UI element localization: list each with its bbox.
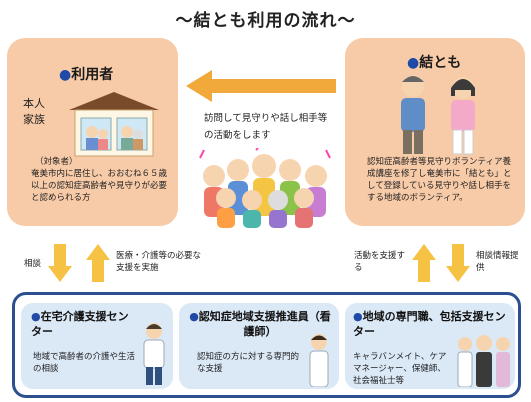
arrow-up-icon <box>412 244 436 282</box>
home-care-center-text: 地域で高齢者の介護や生活の相談 <box>33 352 136 374</box>
left-up-label: 医療・介護等の必要な支援を実施 <box>116 251 202 273</box>
yuitomo-text: 認知症高齢者等見守りボランティア養成講座を修了し奄美市に「結とも」として登録して… <box>367 157 512 203</box>
regional-specialists-box: ●地域の専門職、包括支援センター キャラバンメイト、ケアマネージャー、保健師、社… <box>345 303 515 389</box>
center-activity-text: 訪問して見守りや話し相手等の活動をします <box>204 113 328 141</box>
nurse-icon <box>309 334 329 387</box>
bullet-icon: ● <box>31 310 41 323</box>
right-down-label: 相談情報提供 <box>476 251 519 273</box>
dementia-promoter-box: ●認知症地域支援推進員（看護師） 認知症の方に対する専門的な支援 <box>179 303 339 389</box>
staff-person-icon <box>143 323 165 385</box>
yuitomo-box: ●結とも 認知症高齢者等見守りボランティア養成講座を修了し奄美市に「結とも」とし… <box>345 38 525 226</box>
user-box-title: ●利用者 <box>59 67 114 83</box>
bullet-icon: ● <box>189 310 199 323</box>
user-family-label: 家族 <box>23 113 45 126</box>
page-title: ～結とも利用の流れ～ <box>175 11 356 31</box>
dementia-promoter-text: 認知症の方に対する専門的な支援 <box>197 352 300 374</box>
volunteers-illustration <box>401 75 475 155</box>
target-text: 奄美市内に居住し、おおむね６５歳以上の認知症高齢者や見守りが必要と認められる方 <box>31 169 168 203</box>
bullet-icon: ● <box>407 55 420 71</box>
house-illustration <box>69 92 159 157</box>
home-care-center-box: ●在宅介護支援センター 地域で高齢者の介護や生活の相談 <box>21 303 173 389</box>
user-person-label: 本人 <box>23 97 45 110</box>
arrow-up-icon <box>86 244 110 282</box>
dementia-promoter-title: ●認知症地域支援推進員（看護師） <box>189 310 331 338</box>
yuitomo-box-title: ●結とも <box>407 55 462 71</box>
support-organizations-panel: ●在宅介護支援センター 地域で高齢者の介護や生活の相談 ●認知症地域支援推進員（… <box>12 292 521 398</box>
user-box: ●利用者 本人 家族 （対象者） 奄美市内に居住し、おおむね６５歳以上の認知症高… <box>7 38 178 226</box>
left-down-label: 相談 <box>24 259 42 269</box>
regional-specialists-text: キャラバンメイト、ケアマネージャー、保健師、社会福祉士等 <box>353 352 447 386</box>
crowd-illustration <box>199 148 331 228</box>
home-care-center-title: ●在宅介護支援センター <box>31 310 129 338</box>
bullet-icon: ● <box>353 310 363 323</box>
target-heading: （対象者） <box>35 157 78 167</box>
arrow-down-icon <box>48 244 72 282</box>
left-arrow-icon <box>186 70 336 102</box>
regional-specialists-title: ●地域の専門職、包括支援センター <box>353 310 506 338</box>
specialists-group-icon <box>457 335 510 387</box>
arrow-down-icon <box>446 244 470 282</box>
bullet-icon: ● <box>59 67 72 83</box>
right-up-label: 活動を支援する <box>354 251 406 273</box>
